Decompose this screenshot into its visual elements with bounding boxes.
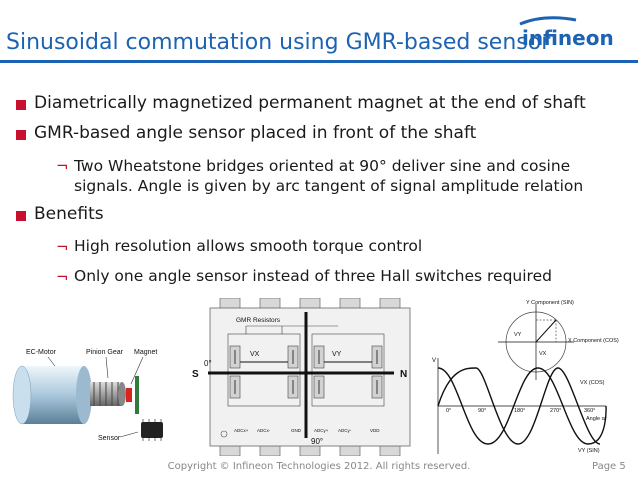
tick-180: 180°	[514, 408, 525, 414]
angle-axis-label: Angle α	[586, 416, 606, 422]
bullet-gmr: GMR-based angle sensor placed in front o…	[34, 123, 477, 143]
bullet-magnet: Diametrically magnetized permanent magne…	[34, 93, 586, 113]
sensor-board	[135, 376, 139, 414]
bullet-marker	[16, 211, 26, 221]
bullet-marker	[16, 100, 26, 110]
tick-0: 0°	[446, 408, 451, 414]
angle-90-label: 90°	[311, 437, 323, 446]
vy-vector-label: VY	[514, 332, 522, 338]
sensor-label: Sensor	[98, 435, 121, 442]
bullet-benefits: Benefits	[34, 204, 104, 224]
ec-motor-label: EC-Motor	[26, 349, 57, 356]
pin-adcx-minus: ADCx-	[257, 428, 271, 433]
sub-bullet-marker: ¬	[56, 157, 69, 175]
sub-bullet-marker: ¬	[56, 268, 69, 286]
angle-vector	[535, 319, 557, 343]
sin-wave	[437, 367, 601, 445]
page-number: Page 5	[592, 461, 626, 472]
north-pole-label: N	[400, 369, 407, 380]
y-component-label: Y Component (SIN)	[526, 300, 574, 306]
pin1-marker	[220, 430, 228, 438]
title-underline	[0, 60, 638, 63]
magnet-shape	[126, 388, 132, 402]
sensor-chip	[141, 419, 163, 441]
sub-bullet-marker: ¬	[56, 238, 69, 256]
pin-adcx-plus: ADCx+	[234, 428, 249, 433]
gmr-bridge-diagram: GMR Resistors VX VY S N 0° 90°	[178, 297, 428, 460]
vector-circle	[498, 304, 574, 380]
x-component-label: X Component (COS)	[568, 338, 619, 344]
pin-adcy-minus: ADCy-	[338, 428, 352, 433]
vy-sin-label: VY (SIN)	[578, 448, 600, 454]
motor-diagram: EC-Motor Pinion Gear Magnet Sensor	[8, 342, 198, 456]
motor-cylinder	[12, 365, 92, 425]
infineon-logo: infineon	[514, 14, 634, 58]
gmr-resistors-label: GMR Resistors	[236, 317, 281, 324]
pinion-gear-label: Pinion Gear	[86, 349, 124, 356]
tick-360: 360°	[584, 408, 595, 414]
sub-bullet-bridges: Two Wheatstone bridges oriented at 90° d…	[74, 156, 583, 196]
bullet-marker	[16, 130, 26, 140]
sub-bullet-bridges-line1: Two Wheatstone bridges oriented at 90° d…	[74, 157, 571, 175]
signal-diagram: Y Component (SIN) X Component (COS) VY V…	[428, 296, 634, 460]
tick-90: 90°	[478, 408, 486, 414]
pin-adcy-plus: ADCy+	[314, 428, 329, 433]
vx-label: VX	[250, 351, 260, 358]
vx-cos-label: VX (COS)	[580, 380, 605, 386]
v-axis-label: V	[432, 358, 436, 364]
angle-0-label: 0°	[204, 359, 212, 368]
copyright-footer: Copyright © Infineon Technologies 2012. …	[167, 461, 471, 472]
pin-vdd: VDD	[370, 428, 380, 433]
tick-270: 270°	[550, 408, 561, 414]
sub-bullet-bridges-line2: signals. Angle is given by arc tangent o…	[74, 177, 584, 195]
logo-text: infineon	[522, 26, 614, 50]
cos-wave	[437, 367, 607, 445]
magnet-label: Magnet	[134, 349, 157, 356]
vx-vector-label: VX	[539, 351, 547, 357]
sub-bullet-resolution: High resolution allows smooth torque con…	[74, 237, 423, 255]
slide-title: Sinusoidal commutation using GMR-based s…	[6, 30, 551, 55]
vy-label: VY	[332, 351, 342, 358]
south-pole-label: S	[192, 369, 199, 380]
pinion-gear	[90, 382, 126, 406]
pin-gnd: GND	[291, 428, 302, 433]
sub-bullet-one-sensor: Only one angle sensor instead of three H…	[74, 267, 552, 285]
